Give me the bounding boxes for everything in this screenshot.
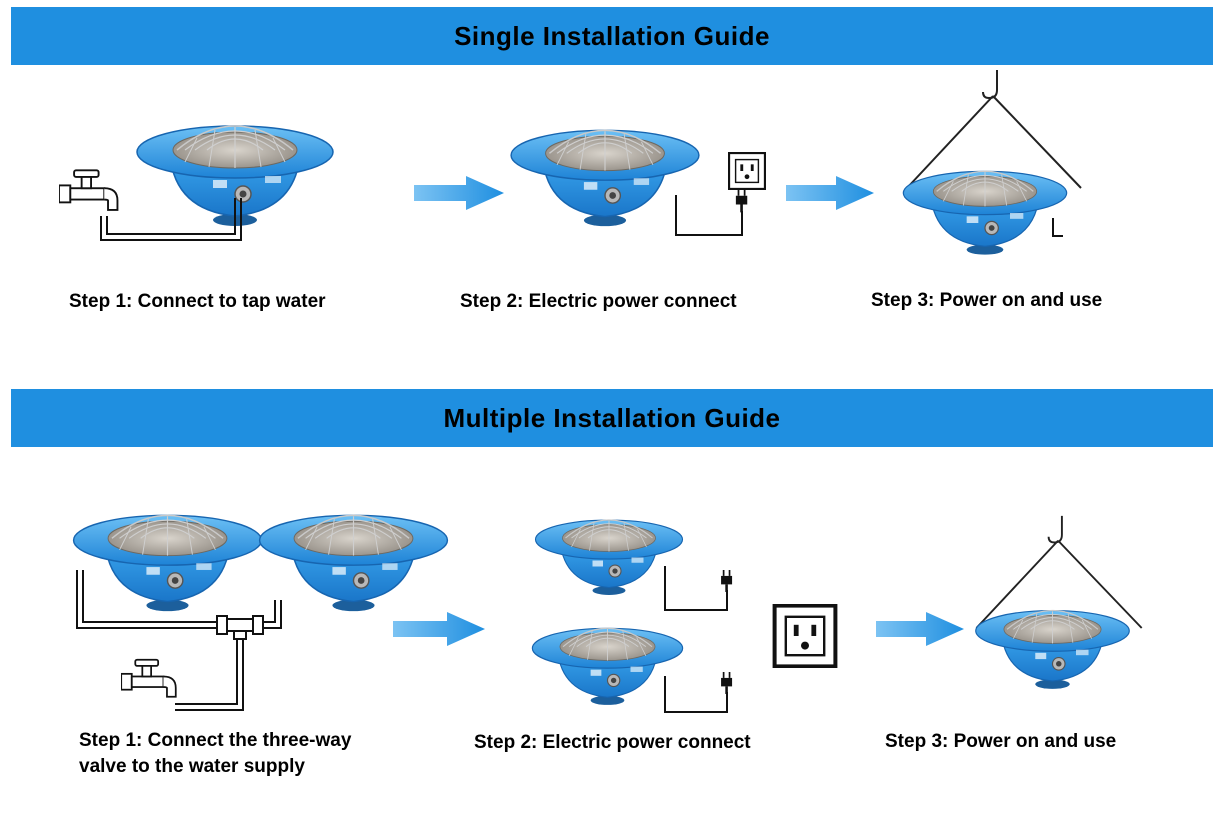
hanging-hook-icon (906, 69, 1082, 189)
single-step2-label: Step 2: Electric power connect (460, 291, 737, 312)
multi-step2-label: Step 2: Electric power connect (474, 732, 751, 753)
heater-icon (531, 627, 684, 706)
water-tap-icon (59, 169, 119, 211)
multiple-guide-banner: Multiple Installation Guide (11, 389, 1213, 447)
right-arrow-icon (876, 612, 964, 646)
multi-step1-label-line1: Step 1: Connect the three-way (79, 730, 352, 751)
wall-outlet-icon (728, 152, 766, 190)
single-step1-label: Step 1: Connect to tap water (69, 291, 326, 312)
single-step2-illustration (510, 129, 766, 236)
heater-icon (72, 514, 263, 613)
single-guide-banner: Single Installation Guide (11, 7, 1213, 65)
right-arrow-icon (786, 176, 874, 210)
heater-icon (534, 519, 684, 596)
power-plug-icon (721, 672, 733, 694)
heater-icon (902, 170, 1068, 256)
right-arrow-icon (393, 612, 485, 646)
multi-step2-illustration (531, 519, 855, 713)
single-guide-title: Single Installation Guide (454, 20, 770, 51)
heater-icon (510, 129, 700, 228)
heater-icon (258, 514, 449, 613)
multi-step1-label-line2: valve to the water supply (79, 756, 305, 777)
multi-step1-label: Step 1: Connect the three-way valve to t… (79, 728, 351, 780)
three-way-valve-icon (216, 615, 264, 640)
single-step3-illustration (902, 69, 1082, 256)
heater-icon (975, 609, 1130, 690)
multi-step3-label: Step 3: Power on and use (885, 731, 1117, 752)
power-plug-icon (721, 570, 733, 592)
multi-step3-illustration (975, 514, 1143, 690)
water-tap-icon (121, 658, 177, 698)
wall-outlet-icon (775, 606, 836, 667)
multi-step1-illustration (72, 514, 449, 711)
single-step1-illustration (59, 125, 334, 241)
power-plug-icon (735, 189, 748, 213)
single-step3-label: Step 3: Power on and use (871, 290, 1103, 311)
right-arrow-icon (414, 176, 504, 210)
multiple-guide-title: Multiple Installation Guide (443, 402, 781, 433)
